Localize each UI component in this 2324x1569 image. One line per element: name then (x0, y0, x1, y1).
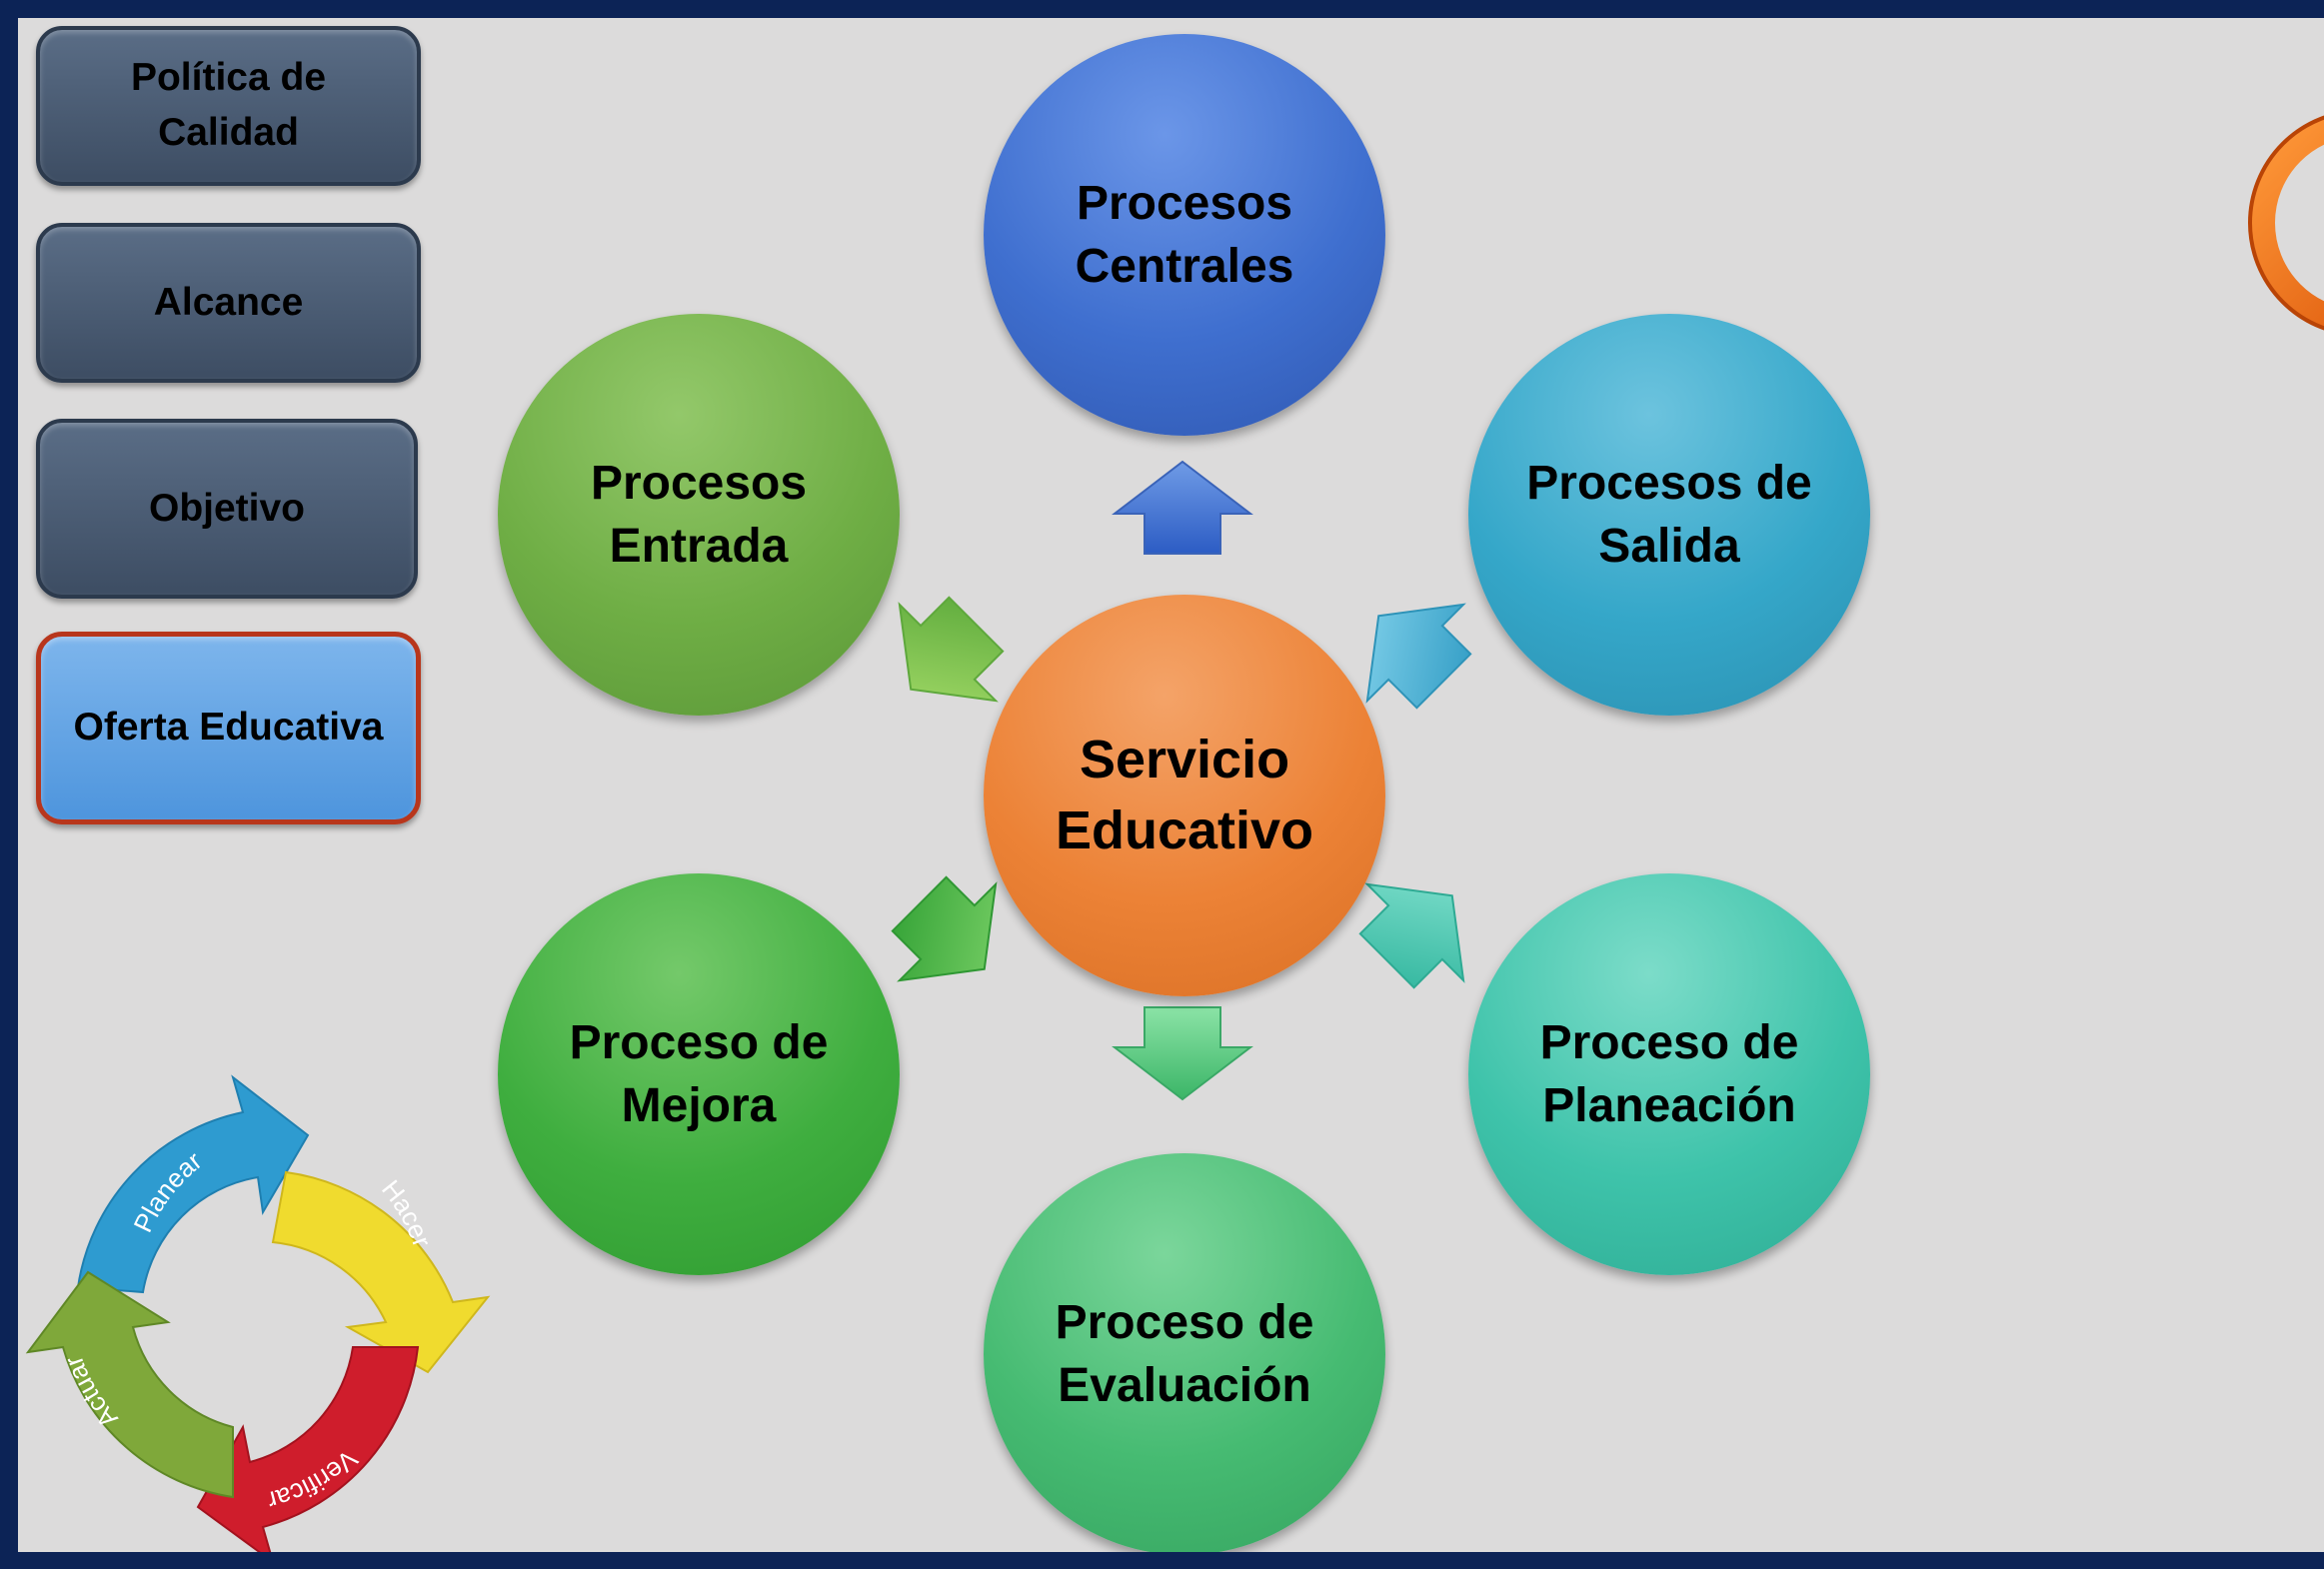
node-procesos-salida-label: Procesos de Salida (1526, 456, 1812, 573)
oferta-educativa-label: Oferta Educativa (73, 706, 384, 750)
node-procesos-centrales[interactable]: Procesos Centrales (984, 34, 1385, 436)
node-procesos-salida[interactable]: Procesos de Salida (1468, 314, 1870, 716)
objetivo-button[interactable]: Objetivo (36, 419, 418, 599)
node-procesos-entrada[interactable]: Procesos Entrada (498, 314, 900, 716)
alcance-button[interactable]: Alcance (36, 223, 421, 383)
node-proceso-planeacion-label: Proceso de Planeación (1539, 1015, 1799, 1132)
node-servicio-educativo[interactable]: Servicio Educativo (984, 595, 1385, 996)
pdca-actuar-arrow (25, 1270, 234, 1499)
pdca-planear-arrow (76, 1074, 310, 1294)
politica-calidad-button[interactable]: Política de Calidad (36, 26, 421, 186)
node-servicio-educativo-label: Servicio Educativo (1055, 729, 1314, 860)
node-proceso-evaluacion-label: Proceso de Evaluación (1055, 1295, 1314, 1412)
alcance-label: Alcance (153, 280, 304, 324)
node-proceso-mejora[interactable]: Proceso de Mejora (498, 873, 900, 1275)
pdca-cycle: Planear Hacer Verificar Actuar (25, 1074, 491, 1552)
oferta-educativa-button[interactable]: Oferta Educativa (36, 632, 421, 824)
politica-calidad-label: Política de Calidad (130, 56, 327, 154)
node-procesos-entrada-label: Procesos Entrada (590, 456, 808, 573)
arrow-down-evaluacion (1112, 1006, 1253, 1101)
orange-ring-logo (2248, 115, 2324, 331)
objetivo-label: Objetivo (148, 486, 306, 530)
node-procesos-centrales-label: Procesos Centrales (1075, 176, 1294, 293)
node-proceso-evaluacion[interactable]: Proceso de Evaluación (984, 1153, 1385, 1552)
arrow-downright-planeacion (1358, 882, 1465, 989)
node-proceso-planeacion[interactable]: Proceso de Planeación (1468, 873, 1870, 1275)
slide-canvas: Política de Calidad Alcance Objetivo Ofe… (18, 18, 2324, 1552)
pdca-hacer-arrow (271, 1170, 491, 1374)
arrow-up-centrales (1112, 460, 1253, 555)
pdca-verificar-arrow (196, 1346, 420, 1552)
node-proceso-mejora-label: Proceso de Mejora (569, 1015, 829, 1132)
arrow-upleft-entrada (898, 596, 1005, 703)
connector-arrows (891, 460, 1472, 1101)
arrow-upright-salida (1365, 603, 1472, 710)
arrow-downleft-mejora (891, 875, 998, 982)
